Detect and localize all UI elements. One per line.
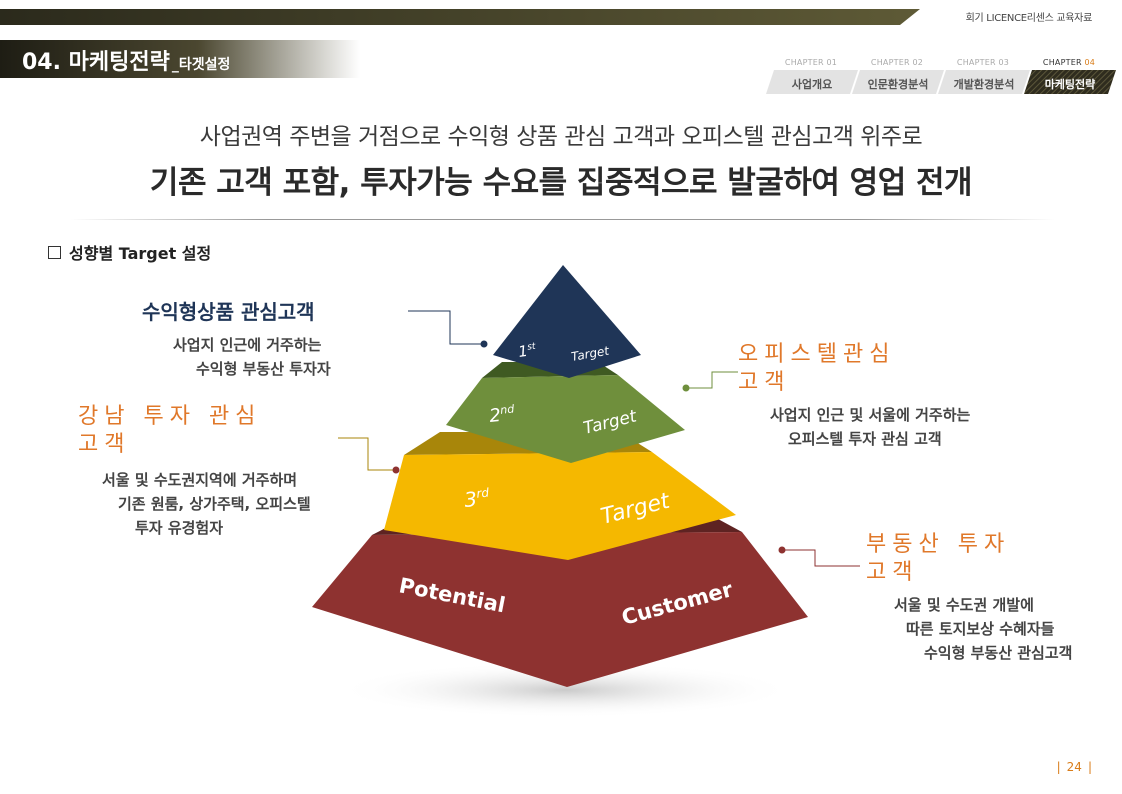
chapter-label-03: CHAPTER 03 xyxy=(956,58,1010,67)
group-realestate-desc-1: 서울 및 수도권 개발에 xyxy=(894,596,1034,614)
connector-income xyxy=(408,310,484,345)
group-officetel-title-1: 오피스텔관심 xyxy=(738,342,896,367)
tier1-label: Target xyxy=(570,343,611,364)
chapter-tab-03-label: 개발환경분석 xyxy=(953,78,1015,91)
tier3-ordinal: 3rd xyxy=(463,485,491,512)
tier2-front-face xyxy=(446,375,685,463)
header-note: 회기 LICENCE리센스 교육자료 xyxy=(965,13,1093,24)
group-income-title: 수익형상품 관심고객 xyxy=(142,300,315,324)
group-realestate-title-2: 고객 xyxy=(866,560,919,585)
pyramid-shadow xyxy=(335,662,795,718)
top-decorative-bar xyxy=(0,9,920,25)
title-badge xyxy=(0,40,360,78)
connector-realestate xyxy=(782,549,860,567)
divider-line xyxy=(70,219,1055,220)
chapter-tab-02[interactable] xyxy=(852,70,946,94)
chapter-tab-01-label: 사업개요 xyxy=(791,78,833,91)
headline-line-1: 사업권역 주변을 거점으로 수익형 상품 관심 고객과 오피스텔 관심고객 위주… xyxy=(199,124,923,150)
group-income-desc-2: 수익형 부동산 투자자 xyxy=(196,360,331,378)
group-gangnam-desc-1: 서울 및 수도권지역에 거주하며 xyxy=(102,471,298,489)
group-officetel-title-2: 고객 xyxy=(738,370,791,395)
page-number: |24| xyxy=(1056,760,1092,774)
group-officetel-desc-2: 오피스텔 투자 관심 고객 xyxy=(788,430,942,448)
group-income-desc-1: 사업지 인근에 거주하는 xyxy=(173,336,322,354)
section-heading: 성향별 Target 설정 xyxy=(48,240,211,264)
group-realestate-title-1: 부동산 투자 xyxy=(866,532,1011,557)
checkbox-square-icon xyxy=(48,245,61,259)
page-title-sub: _타겟설정 xyxy=(171,57,231,73)
chapter-label-01: CHAPTER 01 xyxy=(784,58,838,67)
chapter-tab-01[interactable] xyxy=(766,70,860,94)
tier1-face xyxy=(493,265,641,378)
chapter-tab-03[interactable] xyxy=(938,70,1032,94)
tier1-ordinal: 1st xyxy=(517,341,538,361)
section-heading-text: 성향별 Target 설정 xyxy=(69,244,212,263)
tier4-front-face xyxy=(312,532,808,687)
headline-line-2: 기존 고객 포함, 투자가능 수요를 집중적으로 발굴하여 영업 전개 xyxy=(149,165,973,201)
chapter-tab-04-label: 마케팅전략 xyxy=(1044,78,1096,91)
group-officetel-desc-1: 사업지 인근 및 서울에 거주하는 xyxy=(770,406,971,424)
chapter-tab-02-label: 인문환경분석 xyxy=(867,78,929,91)
tier2-ordinal: 2nd xyxy=(488,402,517,427)
tier3-front-face xyxy=(384,452,736,560)
group-gangnam-desc-3: 투자 유경험자 xyxy=(135,519,224,537)
page-title-main: 04. 마케팅전략 xyxy=(22,50,170,75)
group-gangnam-title-1: 강남 투자 관심 xyxy=(78,404,262,429)
target-pyramid: 1st Target 2nd Target 3rd Target Potenti… xyxy=(312,265,808,718)
group-gangnam-title-2: 고객 xyxy=(78,432,131,457)
group-gangnam-desc-2: 기존 원룸, 상가주택, 오피스텔 xyxy=(118,495,311,513)
group-realestate-desc-2: 따른 토지보상 수혜자들 xyxy=(906,620,1055,638)
group-realestate-desc-3: 수익형 부동산 관심고객 xyxy=(924,644,1073,662)
chapter-tab-04-active[interactable] xyxy=(1024,70,1118,94)
chapter-label-02: CHAPTER 02 xyxy=(870,58,924,67)
page-title: 04. 마케팅전략_타겟설정 xyxy=(22,44,230,76)
connector-gangnam xyxy=(338,437,396,471)
connector-officetel xyxy=(686,371,738,389)
chapter-label-04: CHAPTER 04 xyxy=(1042,58,1096,67)
